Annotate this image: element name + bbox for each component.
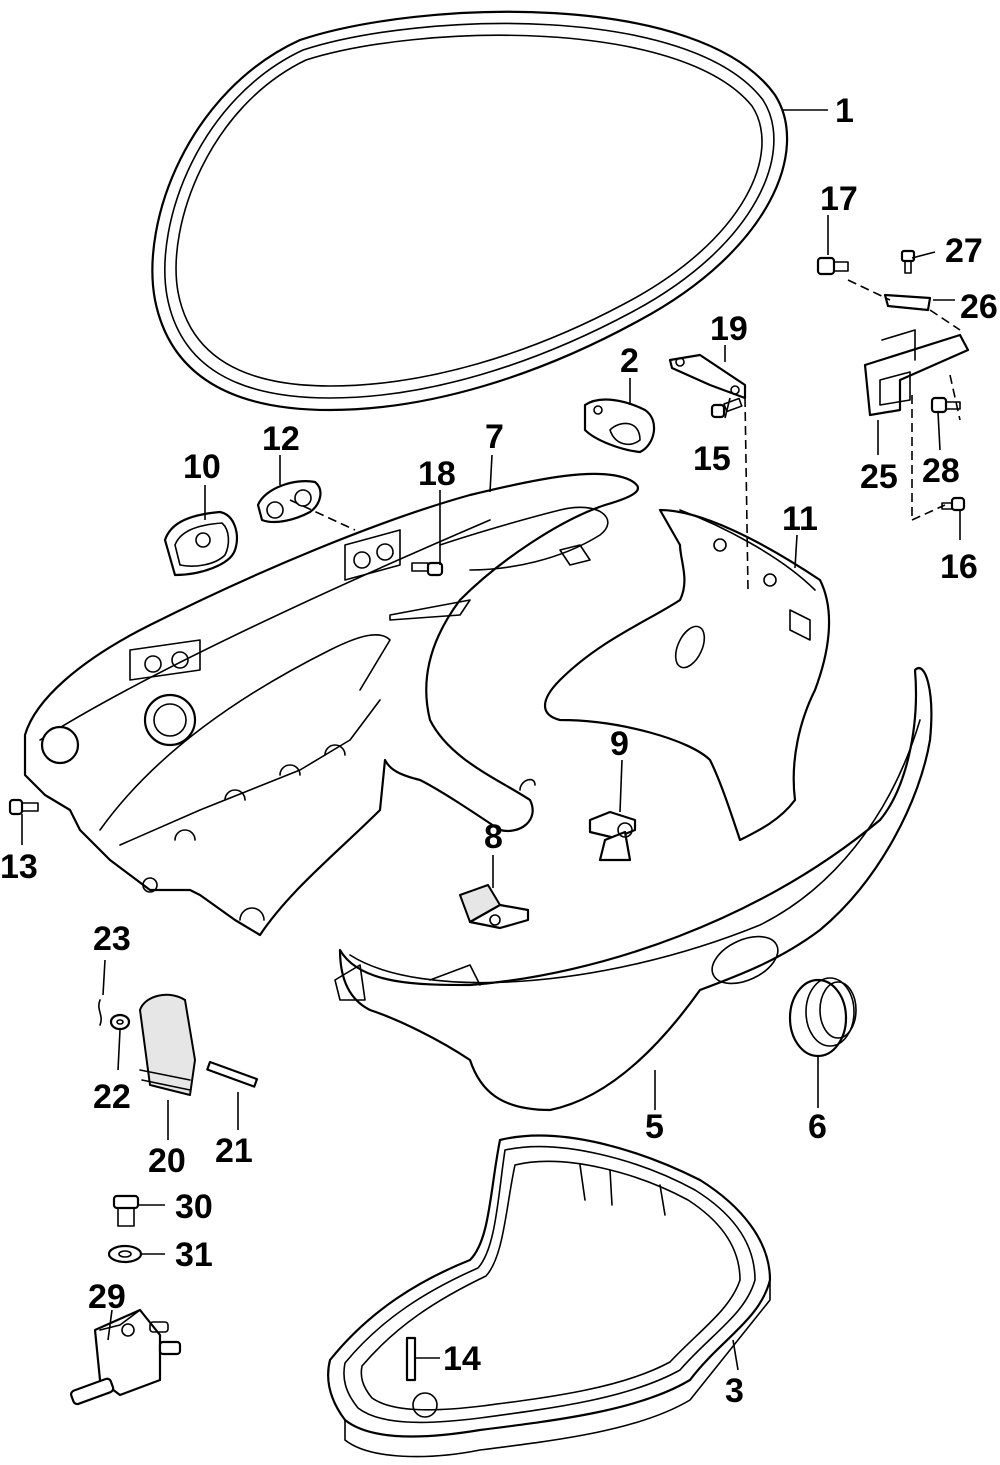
callout-5: 5 — [645, 1108, 664, 1146]
callout-labels: 1 2 3 5 6 7 8 9 10 11 12 13 14 15 16 17 … — [0, 92, 998, 1410]
part-25-bracket — [863, 329, 970, 417]
part-13-bolt — [8, 798, 39, 816]
callout-11: 11 — [782, 500, 818, 538]
callout-13: 13 — [0, 848, 38, 886]
part-3-bottom-seal — [327, 1134, 772, 1458]
part-8-latch-hook — [459, 884, 530, 930]
callout-17: 17 — [820, 180, 858, 218]
callout-9: 9 — [610, 725, 629, 763]
part-2-rubber-pad — [583, 398, 656, 454]
part-20-lever-block — [139, 993, 196, 1096]
callout-15: 15 — [693, 440, 731, 478]
part-28-bolt — [930, 396, 961, 414]
part-19-link-plate — [668, 353, 747, 400]
callout-23: 23 — [93, 920, 131, 958]
callout-27: 27 — [945, 232, 983, 270]
part-11-right-inner-cover — [543, 508, 831, 842]
part-17-bolt — [816, 256, 849, 276]
part-14-pin — [405, 1336, 417, 1382]
callout-16: 16 — [940, 548, 978, 586]
part-23-clip — [98, 999, 102, 1026]
part-21-pin — [206, 1060, 259, 1088]
part-15-screw — [710, 397, 743, 419]
part-16-bolt — [941, 496, 966, 512]
callout-10: 10 — [183, 448, 221, 486]
callout-1: 1 — [835, 92, 854, 130]
callout-29: 29 — [88, 1278, 126, 1316]
callout-26: 26 — [960, 288, 998, 326]
part-31-washer — [107, 1244, 143, 1264]
callout-21: 21 — [215, 1132, 253, 1170]
callout-14: 14 — [443, 1340, 481, 1378]
part-6-grommet — [788, 977, 857, 1058]
part-12-double-grommet — [256, 480, 322, 524]
callout-19: 19 — [710, 310, 748, 348]
part-22-washer — [109, 1013, 131, 1031]
callout-28: 28 — [922, 452, 960, 490]
part-27-screw — [900, 249, 916, 274]
part-26-plate — [883, 293, 932, 312]
part-18-screw — [411, 561, 444, 577]
callout-2: 2 — [620, 342, 639, 380]
callout-20: 20 — [148, 1142, 186, 1180]
part-10-grommet-plate — [163, 510, 238, 577]
callout-25: 25 — [860, 458, 898, 496]
part-5-lower-cover — [334, 667, 933, 1112]
part-9-latch-lever — [588, 810, 637, 862]
callout-3: 3 — [725, 1372, 744, 1410]
callout-30: 30 — [175, 1188, 213, 1226]
part-29-fitting — [70, 1308, 182, 1406]
callout-8: 8 — [484, 818, 503, 856]
callout-12: 12 — [262, 420, 300, 458]
part-30-bolt — [112, 1194, 140, 1227]
callout-18: 18 — [418, 455, 456, 493]
part-7-left-cover-half — [23, 472, 640, 937]
callout-22: 22 — [93, 1078, 131, 1116]
callout-6: 6 — [808, 1108, 827, 1146]
callout-7: 7 — [485, 418, 504, 456]
leader-lines — [21, 109, 961, 1371]
part-1-cowl-seal — [151, 10, 789, 412]
callout-31: 31 — [175, 1236, 213, 1274]
